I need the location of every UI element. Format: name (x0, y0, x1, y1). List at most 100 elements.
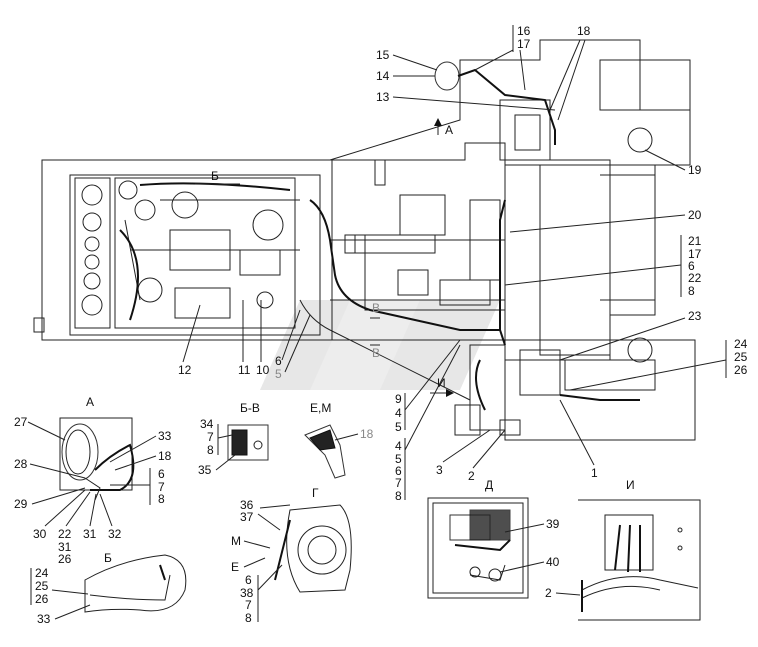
callout-1: 1 (591, 466, 598, 480)
callout-6b: 6 (688, 259, 695, 273)
callout-group-24-26: 24 25 26 (569, 337, 748, 391)
detail-b-callout-25: 25 (35, 579, 49, 593)
detail-g-callout-e: Е (231, 560, 239, 574)
section-arrow-b-label: Б (211, 169, 219, 183)
view-arrow-a-label: А (445, 123, 453, 137)
detail-a-callout-28: 28 (14, 457, 28, 471)
callout-13: 13 (376, 90, 390, 104)
callout-4a: 4 (395, 406, 402, 420)
callout-3: 3 (436, 463, 443, 477)
lamp-15 (434, 61, 460, 91)
detail-a-callout-30: 30 (33, 527, 47, 541)
detail-g-callout-m: М (231, 534, 241, 548)
detail-g-callout-37: 37 (240, 510, 254, 524)
detail-d-callout-39: 39 (546, 517, 560, 531)
detail-view-a: A 27 33 18 6 7 8 28 29 30 22 31 26 31 32 (14, 395, 172, 566)
callout-9: 9 (395, 392, 402, 406)
detail-a-callout-8: 8 (158, 492, 165, 506)
callout-7c: 7 (395, 476, 402, 490)
detail-a-callout-26: 26 (58, 552, 72, 566)
detail-a-callout-29: 29 (14, 497, 28, 511)
callout-12: 12 (178, 363, 192, 377)
callout-16: 16 (517, 24, 531, 38)
detail-a-callout-33: 33 (158, 429, 172, 443)
callout-6a: 6 (275, 354, 282, 368)
detail-a-callout-6: 6 (158, 467, 165, 481)
callout-10: 10 (256, 363, 270, 377)
detail-a-callout-27: 27 (14, 415, 28, 429)
detail-g-callout-8: 8 (245, 611, 252, 625)
callout-6c: 6 (395, 464, 402, 478)
detail-d-callout-40: 40 (546, 555, 560, 569)
detail-i-callout-2: 2 (545, 586, 552, 600)
callout-5a: 5 (275, 367, 282, 381)
callout-17b: 17 (688, 247, 702, 261)
detail-em-title: Е,М (310, 401, 331, 415)
detail-a-callout-32: 32 (108, 527, 122, 541)
detail-g-callout-6: 6 (245, 573, 252, 587)
radiator-grille (74, 177, 111, 329)
detail-g-callout-7: 7 (245, 598, 252, 612)
section-arrow-v2-label: В (372, 346, 380, 360)
detail-g-title: Г (312, 486, 319, 500)
detail-a-callout-22: 22 (58, 527, 72, 541)
cab-body (329, 39, 696, 441)
detail-g-callout-36: 36 (240, 498, 254, 512)
callout-14: 14 (376, 69, 390, 83)
detail-a-title: A (86, 395, 94, 409)
callout-group-4-8: 4 5 6 7 8 (395, 344, 461, 503)
detail-a-callout-31a: 31 (58, 540, 72, 554)
callout-11: 11 (238, 363, 251, 377)
detail-bb-callout-35: 35 (198, 463, 212, 477)
callout-20: 20 (688, 208, 702, 222)
callout-4b: 4 (395, 439, 402, 453)
detail-view-bb: Б-В 34 7 8 35 (198, 401, 269, 477)
detail-bb-callout-8: 8 (207, 443, 214, 457)
detail-bb-callout-7: 7 (207, 430, 214, 444)
detail-a-callout-7: 7 (158, 480, 165, 494)
wiring-harness (299, 68, 640, 411)
callout-5c: 5 (395, 452, 402, 466)
callout-8c: 8 (395, 489, 402, 503)
detail-view-d: Д 39 40 (427, 478, 560, 599)
callout-24: 24 (734, 337, 748, 351)
detail-bb-title: Б-В (240, 401, 260, 415)
detail-em-callout-18: 18 (360, 427, 374, 441)
callout-group-9-5: 9 4 5 (395, 339, 461, 434)
tractor-plan-view: А Б В В И (33, 39, 696, 441)
engine-compartment (69, 174, 321, 336)
detail-a-callout-18: 18 (158, 449, 172, 463)
view-arrow-i: И (430, 376, 454, 397)
engine-block (114, 177, 300, 329)
callout-22: 22 (688, 271, 702, 285)
detail-view-b: Б 24 25 26 33 (30, 551, 187, 626)
callout-5b: 5 (395, 420, 402, 434)
callout-21: 21 (688, 234, 702, 248)
detail-b-title: Б (104, 551, 112, 565)
detail-bb-callout-34: 34 (200, 417, 214, 431)
callout-19: 19 (688, 163, 702, 177)
view-arrow-i-label: И (437, 376, 446, 390)
view-arrow-a: А (434, 118, 453, 137)
detail-view-g: Г 36 37 М Е 6 38 7 8 (231, 486, 352, 625)
detail-d-title: Д (485, 478, 493, 492)
callout-8b: 8 (688, 284, 695, 298)
section-arrow-b: Б (195, 169, 240, 185)
section-arrow-v1-label: В (372, 301, 380, 315)
detail-a-callout-31b: 31 (83, 527, 97, 541)
callout-23: 23 (688, 309, 702, 323)
callouts-main: 15 14 13 16 17 18 19 20 21 17 6 22 8 23 … (178, 24, 748, 503)
callout-18: 18 (577, 24, 591, 38)
callout-group-21-8: 21 17 6 22 8 (504, 234, 702, 298)
detail-g-callout-38: 38 (240, 586, 254, 600)
callout-17: 17 (517, 37, 531, 51)
detail-i-title: И (626, 478, 635, 492)
callout-25: 25 (734, 350, 748, 364)
detail-b-callout-26: 26 (35, 592, 49, 606)
detail-b-callout-24: 24 (35, 566, 49, 580)
callout-15: 15 (376, 48, 390, 62)
detail-b-callout-33: 33 (37, 612, 51, 626)
detail-view-em: Е,М 18 (304, 401, 374, 479)
detail-view-i: И 2 (545, 478, 701, 621)
